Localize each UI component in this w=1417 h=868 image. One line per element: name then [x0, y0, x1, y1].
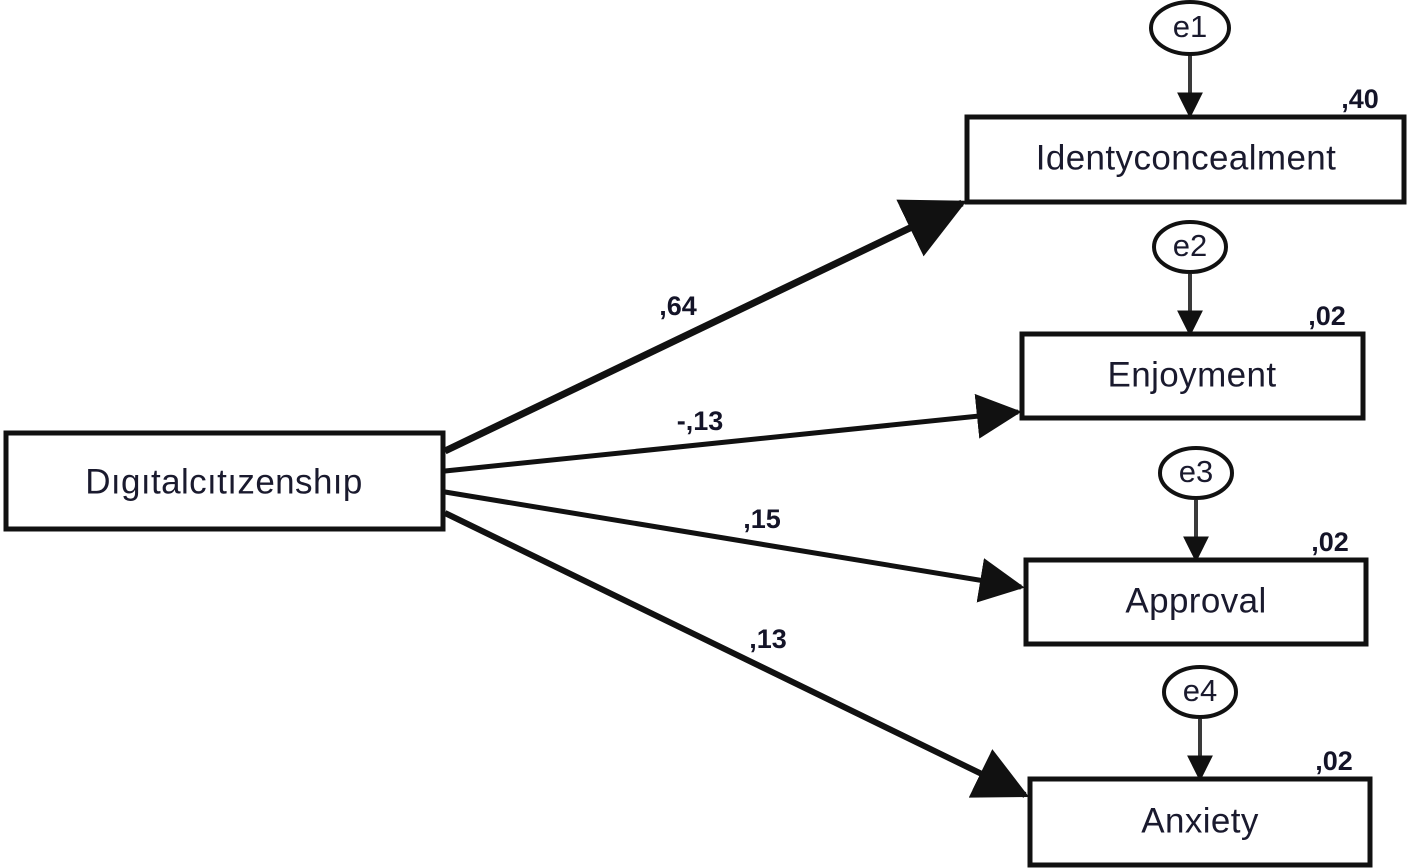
error-node-e2[interactable]: e2 [1152, 220, 1228, 274]
approval-box[interactable] [1023, 557, 1369, 647]
anxiety-r2-label: ,02 [1315, 746, 1353, 776]
approval-r2-label: ,02 [1311, 527, 1349, 557]
coefficient-label-identyconcealment: ,64 [659, 291, 697, 321]
path-arrow-anxiety [443, 510, 1030, 798]
e4-label: e4 [1183, 673, 1217, 708]
node-anxiety[interactable]: Anxiety ,02 [1027, 746, 1373, 868]
anxiety-box[interactable] [1027, 776, 1373, 868]
path-coefficient-labels: ,64 -,13 ,15 ,13 [659, 291, 787, 654]
node-enjoyment[interactable]: Enjoyment ,02 [1019, 301, 1366, 421]
enjoyment-r2-label: ,02 [1308, 301, 1346, 331]
structural-paths [443, 199, 1030, 798]
error-node-e1[interactable]: e1 [1149, 0, 1231, 56]
e2-label: e2 [1173, 228, 1207, 263]
e4-ellipse[interactable] [1162, 665, 1238, 719]
enjoyment-label: Enjoyment [1108, 355, 1277, 394]
digitalcitizenship-label: Dıgıtalcıtızenshıp [85, 462, 363, 501]
anxiety-label: Anxiety [1141, 801, 1259, 840]
e3-label: e3 [1179, 454, 1213, 489]
digitalcitizenship-box[interactable] [3, 430, 446, 532]
identyconcealment-label: Identyconcealment [1036, 138, 1337, 177]
identyconcealment-r2-label: ,40 [1341, 84, 1379, 114]
e2-ellipse[interactable] [1152, 220, 1228, 274]
e3-ellipse[interactable] [1158, 446, 1234, 500]
coefficient-label-enjoyment: -,13 [677, 406, 724, 436]
e1-ellipse[interactable] [1149, 0, 1231, 56]
path-arrow-identyconcealment [443, 199, 967, 455]
identyconcealment-box[interactable] [964, 114, 1407, 205]
e1-label: e1 [1173, 9, 1207, 44]
coefficient-label-anxiety: ,13 [749, 624, 787, 654]
coefficient-label-approval: ,15 [743, 504, 781, 534]
path-arrow-enjoyment [444, 393, 1022, 474]
node-identyconcealment[interactable]: Identyconcealment ,40 [964, 84, 1407, 205]
node-digitalcitizenship[interactable]: Dıgıtalcıtızenshıp [3, 430, 446, 532]
node-approval[interactable]: Approval ,02 [1023, 527, 1369, 647]
error-node-e4[interactable]: e4 [1162, 665, 1238, 719]
path-arrow-approval [444, 489, 1025, 603]
error-arrows [1177, 55, 1213, 782]
enjoyment-box[interactable] [1019, 331, 1366, 421]
approval-label: Approval [1125, 581, 1266, 620]
error-node-e3[interactable]: e3 [1158, 446, 1234, 500]
